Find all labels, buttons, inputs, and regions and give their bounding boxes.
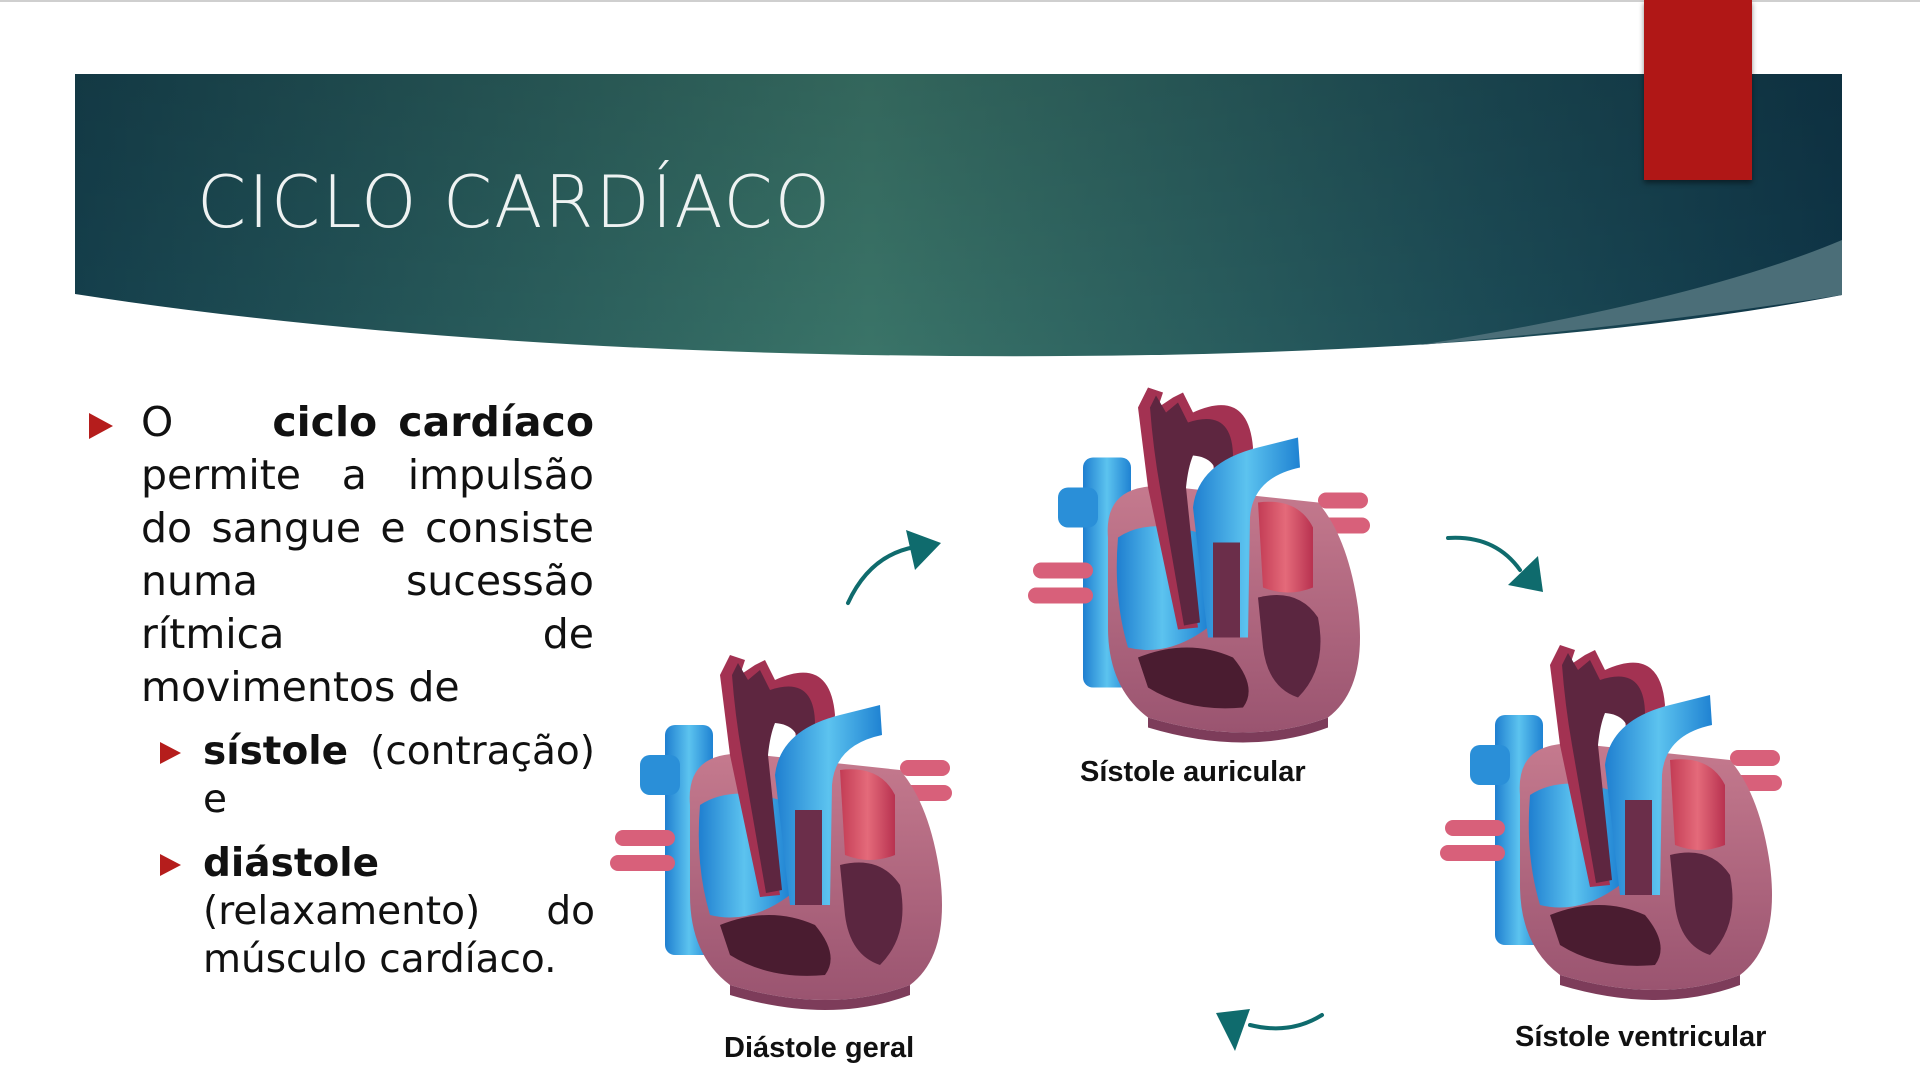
main-bullet-rest: permite a impulsão do sangue e consiste … — [141, 451, 594, 711]
sub-bullet-bold: sístole — [203, 729, 349, 774]
bullet-triangle-icon — [160, 854, 181, 876]
label-sistole-auricular: Sístole auricular — [1080, 756, 1306, 788]
heart-sistole-auricular — [1028, 365, 1388, 750]
heart-illustration-icon — [1440, 625, 1800, 1005]
top-edge-line — [0, 0, 1920, 2]
sub-bullet-rest: (relaxamento) do músculo cardíaco. — [203, 889, 595, 982]
main-bullet-prefix: O — [141, 398, 174, 446]
accent-red-bar — [1644, 0, 1752, 180]
curved-arrow-left-icon — [1216, 1009, 1324, 1051]
body-text: O ciclo cardíaco permite a impulsão do s… — [84, 396, 595, 984]
banner-shape — [75, 74, 1842, 357]
heart-diastole-geral — [610, 630, 970, 1020]
sub-bullet-bold: diástole — [203, 841, 380, 886]
main-bullet: O ciclo cardíaco permite a impulsão do s… — [84, 396, 594, 714]
slide-title: CICLO CARDÍACO — [197, 160, 833, 244]
sub-bullet-rest: (contração) e — [203, 729, 595, 822]
label-diastole-geral: Diástole geral — [724, 1032, 915, 1064]
heart-sistole-ventricular — [1440, 625, 1800, 1005]
bullet-triangle-icon — [160, 742, 181, 764]
curved-arrow-up-right-icon — [846, 530, 941, 605]
label-sistole-ventricular: Sístole ventricular — [1515, 1021, 1767, 1053]
heart-illustration-icon — [1028, 365, 1388, 750]
sub-bullet-systole: sístole (contração) e — [160, 728, 595, 824]
title-banner: CICLO CARDÍACO — [0, 0, 1920, 380]
sub-bullet-diastole: diástole (relaxamento) do músculo cardía… — [160, 840, 595, 984]
curved-arrow-down-right-icon — [1446, 535, 1543, 592]
main-bullet-bold: ciclo cardíaco — [272, 398, 594, 446]
heart-illustration-icon — [610, 630, 970, 1020]
bullet-triangle-icon — [89, 413, 113, 439]
